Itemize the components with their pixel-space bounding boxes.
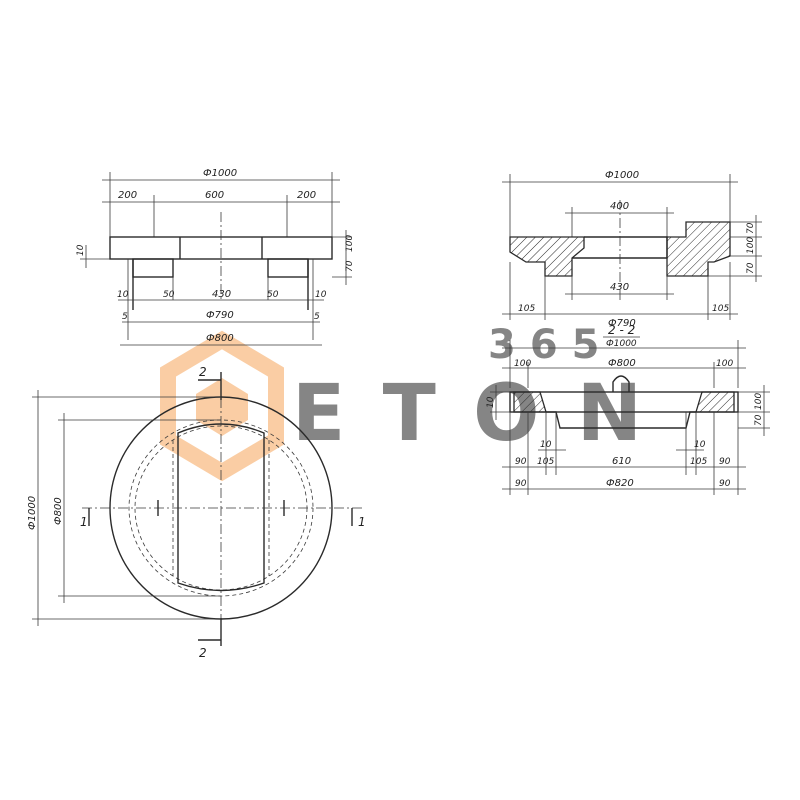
sec-dim-10-left: 10 <box>486 396 496 408</box>
dim-5-left: 5 <box>122 312 128 322</box>
sec-dim-10-b: 10 <box>694 440 706 450</box>
cut-2-top: 2 <box>199 365 207 379</box>
sec-dim-90-left: 90 <box>515 457 527 467</box>
dim-100: 100 <box>345 235 355 252</box>
sec-dim-d1000: Ф1000 <box>606 339 637 349</box>
watermark-brand: ETON <box>292 369 642 459</box>
top-left-elevation: Ф1000 200 600 200 10 100 70 10 50 430 50… <box>76 168 355 346</box>
sec-dim-70-v: 70 <box>754 414 764 426</box>
sec-dim-10-a: 10 <box>540 440 552 450</box>
dim-d800: Ф800 <box>206 333 234 344</box>
dim-200-right: 200 <box>297 190 316 201</box>
sec-dim-610: 610 <box>612 456 631 467</box>
sec-dim-105-left: 105 <box>537 457 554 467</box>
top-right-section: Ф1000 400 70 100 70 430 105 Ф790 105 <box>502 170 762 329</box>
dim-d790: Ф790 <box>206 310 234 321</box>
dim-50-right: 50 <box>267 290 279 300</box>
section-2-2-title: 2 - 2 <box>608 323 635 337</box>
section-2-2: 2 - 2 Ф1000 Ф800 <box>486 323 770 495</box>
dim-10-bl: 10 <box>117 290 129 300</box>
dim-70-right: 70 <box>746 222 756 234</box>
sec-dim-90-bl: 90 <box>515 479 527 489</box>
dim-200-left: 200 <box>118 190 137 201</box>
sec-dim-100-v: 100 <box>754 393 764 410</box>
sec-dim-100-left: 100 <box>514 359 531 369</box>
sec-dim-90-br: 90 <box>719 479 731 489</box>
dim-d1000-right: Ф1000 <box>605 170 639 181</box>
watermark: ETON 365 <box>160 322 642 482</box>
dim-70: 70 <box>345 260 355 272</box>
dim-400: 400 <box>610 201 629 212</box>
dim-600: 600 <box>205 190 224 201</box>
sec-dim-100-right: 100 <box>716 359 733 369</box>
dim-105-left: 105 <box>518 304 535 314</box>
dim-5-right: 5 <box>314 312 320 322</box>
dim-10-br: 10 <box>315 290 327 300</box>
plan-dim-d1000: Ф1000 <box>27 496 38 530</box>
cut-1-left: 1 <box>80 515 88 529</box>
dim-d790-right: Ф790 <box>608 318 636 329</box>
sec-dim-d800: Ф800 <box>608 358 636 369</box>
dim-50-left: 50 <box>163 290 175 300</box>
dim-70-lower-right: 70 <box>746 262 756 274</box>
sec-dim-90-right: 90 <box>719 457 731 467</box>
cut-2-bottom: 2 <box>199 646 207 660</box>
watermark-logo-inner <box>196 378 248 436</box>
dim-430: 430 <box>212 289 231 300</box>
cut-1-right: 1 <box>358 515 366 529</box>
dim-10-left: 10 <box>76 244 86 256</box>
watermark-number: 365 <box>488 322 614 368</box>
sec-dim-d820: Ф820 <box>606 478 634 489</box>
plan-view: 2 2 1 1 Ф1000 Ф800 <box>27 365 366 660</box>
dim-100-right: 100 <box>746 237 756 254</box>
watermark-logo-hexagon <box>160 330 284 482</box>
dim-430-right: 430 <box>610 282 629 293</box>
dim-d1000: Ф1000 <box>203 168 237 179</box>
plan-dim-d800: Ф800 <box>53 497 64 525</box>
sec-dim-105-right: 105 <box>690 457 707 467</box>
dim-105-right: 105 <box>712 304 729 314</box>
